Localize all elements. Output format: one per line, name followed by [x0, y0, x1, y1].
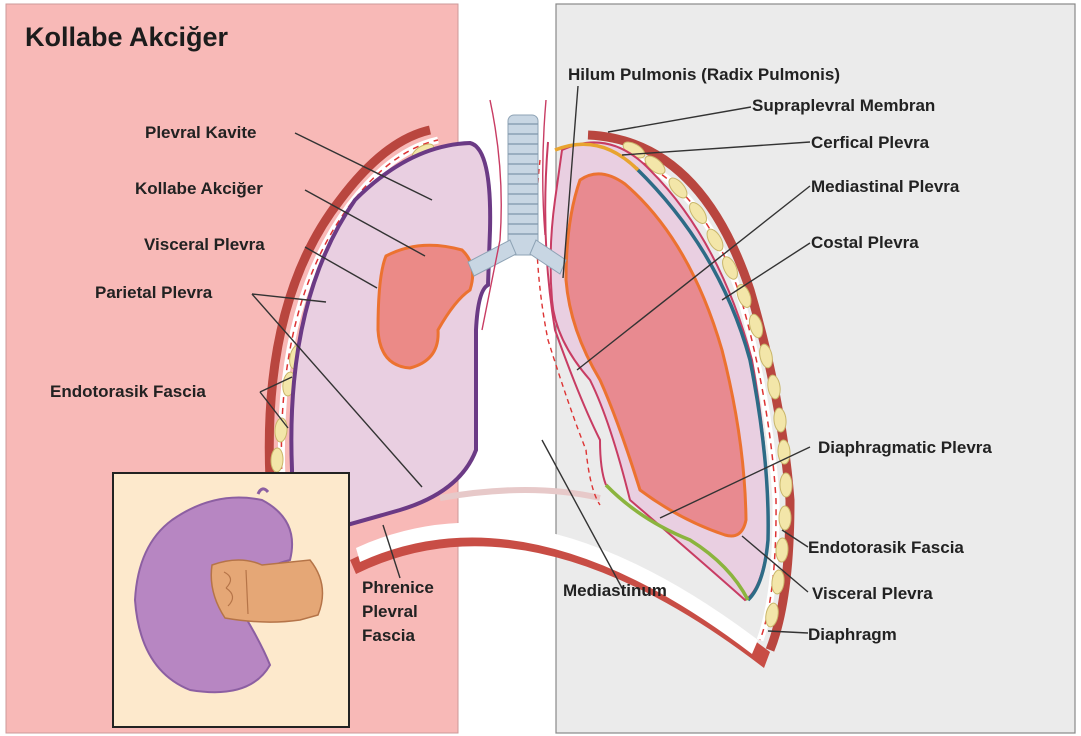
label-mediastinum: Mediastinum [563, 581, 667, 600]
label-supraplevral-membran: Supraplevral Membran [752, 96, 935, 115]
diagram-title: Kollabe Akciğer [25, 22, 229, 52]
label-visceral-plevra-right: Visceral Plevra [812, 584, 933, 603]
label-plevral-kavite: Plevral Kavite [145, 123, 257, 142]
label-parietal-plevra: Parietal Plevra [95, 283, 213, 302]
label-diaphragm: Diaphragm [808, 625, 897, 644]
label-kollabe-akciger: Kollabe Akciğer [135, 179, 263, 198]
label-phrenice-3: Fascia [362, 626, 415, 645]
label-phrenice-2: Plevral [362, 602, 418, 621]
label-phrenice-1: Phrenice [362, 578, 434, 597]
label-diaphragmatic-plevra: Diaphragmatic Plevra [818, 438, 992, 457]
label-cerfical-plevra: Cerfical Plevra [811, 133, 930, 152]
label-visceral-plevra-left: Visceral Plevra [144, 235, 265, 254]
label-endotorasik-fascia-right: Endotorasik Fascia [808, 538, 964, 557]
label-hilum-pulmonis: Hilum Pulmonis (Radix Pulmonis) [568, 65, 840, 84]
label-mediastinal-plevra: Mediastinal Plevra [811, 177, 960, 196]
label-costal-plevra: Costal Plevra [811, 233, 919, 252]
label-endotorasik-fascia-left: Endotorasik Fascia [50, 382, 206, 401]
fist-balloon-inset [113, 473, 349, 727]
